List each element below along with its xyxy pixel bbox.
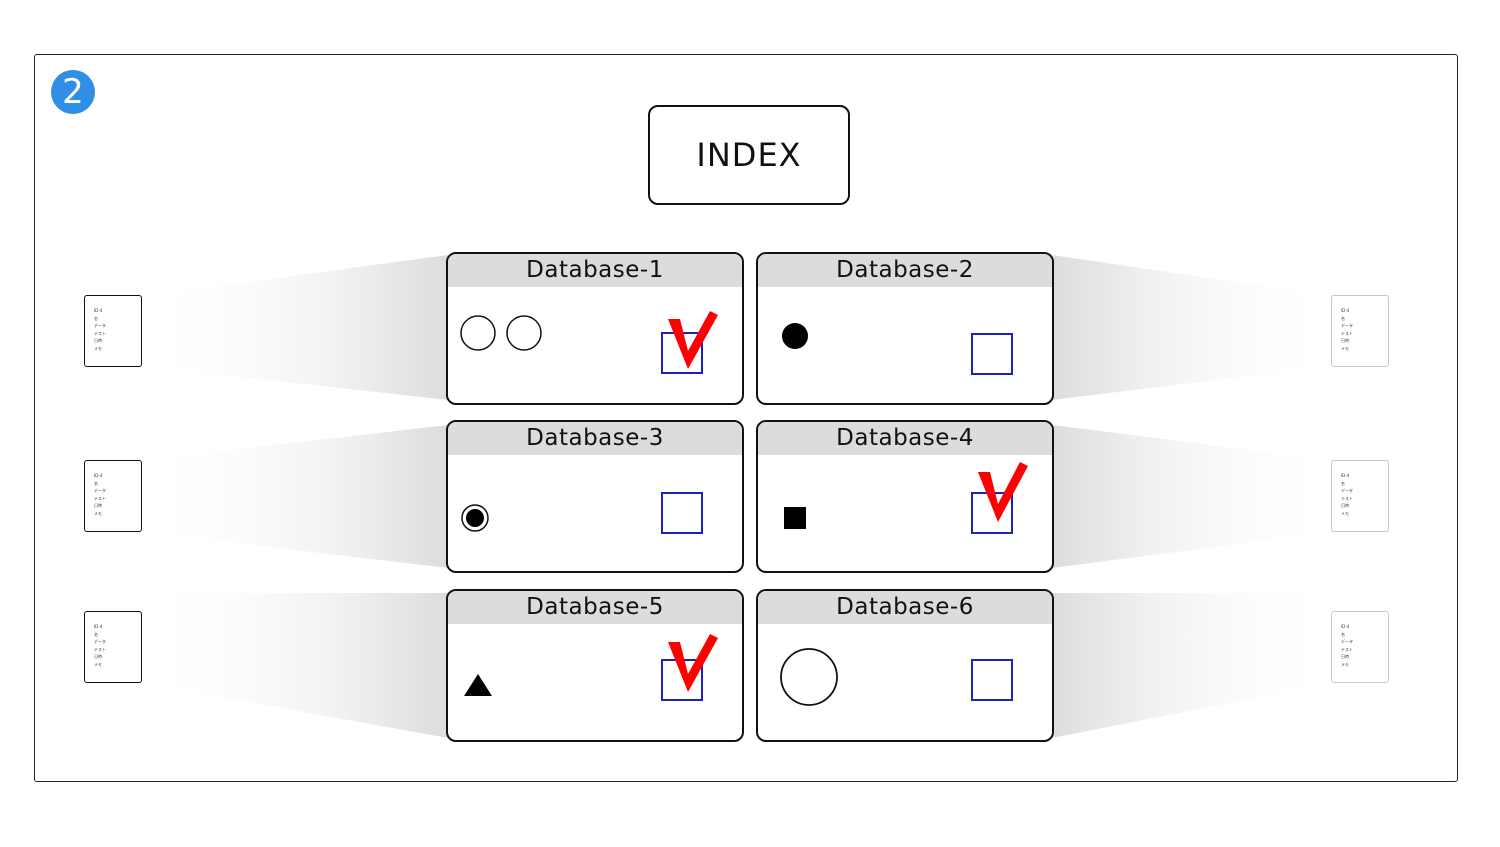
database-title: Database-5 (448, 591, 742, 624)
filled-square-icon (784, 507, 806, 529)
beam-left-3 (143, 593, 448, 738)
checkbox[interactable] (661, 492, 703, 534)
beam-right-3 (1052, 593, 1331, 738)
database-card-2: Database-2 (756, 252, 1054, 405)
checkbox[interactable] (971, 333, 1013, 375)
database-title: Database-1 (448, 254, 742, 287)
database-card-6: Database-6 (756, 589, 1054, 742)
checkbox[interactable] (971, 659, 1013, 701)
beam-right-2 (1052, 425, 1331, 568)
step-number-badge: 2 (51, 70, 95, 114)
filled-circle-icon (782, 323, 808, 349)
database-card-1: Database-1 (446, 252, 744, 405)
index-box: INDEX (648, 105, 850, 205)
beam-left-2 (143, 425, 448, 568)
database-title: Database-6 (758, 591, 1052, 624)
database-title: Database-4 (758, 422, 1052, 455)
database-card-5: Database-5 (446, 589, 744, 742)
two-empty-circles-icon (460, 315, 542, 351)
diagram-frame (34, 54, 1458, 782)
red-check-icon (668, 311, 718, 369)
red-check-icon (668, 634, 718, 692)
red-check-icon (978, 462, 1028, 522)
large-empty-circle-icon (780, 648, 838, 706)
database-title: Database-3 (448, 422, 742, 455)
bullseye-icon (461, 504, 489, 532)
beam-left-1 (143, 255, 448, 400)
filled-triangle-icon (464, 674, 492, 696)
database-card-4: Database-4 (756, 420, 1054, 573)
beam-right-1 (1052, 255, 1331, 400)
database-title: Database-2 (758, 254, 1052, 287)
database-card-3: Database-3 (446, 420, 744, 573)
index-label: INDEX (696, 136, 802, 174)
